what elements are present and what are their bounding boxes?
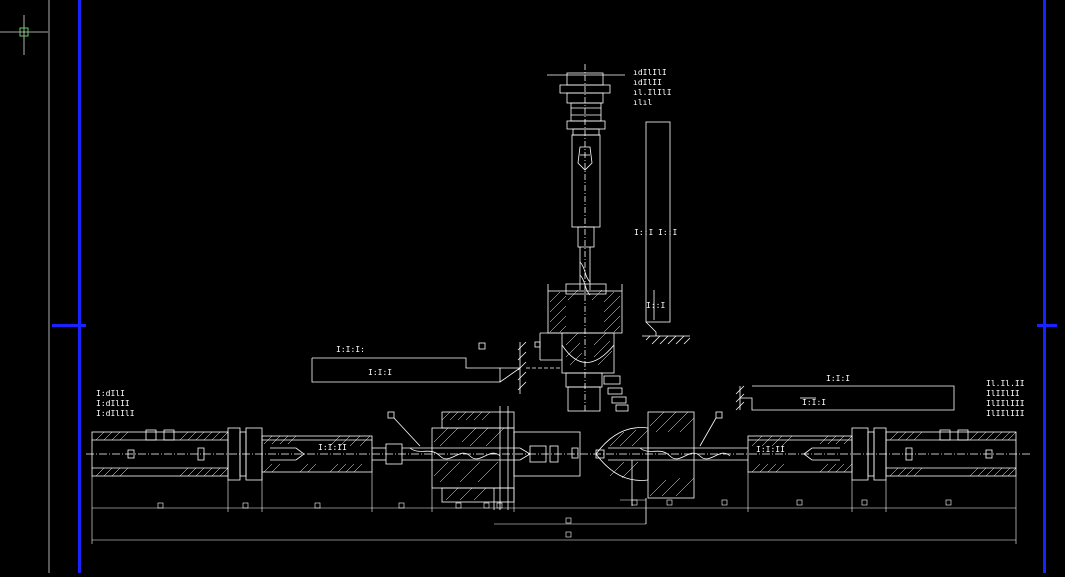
left-shaft-label: I:I:II — [318, 443, 347, 452]
vertical-spec-label: ıl.IlIlI — [633, 88, 672, 97]
left-spec-label: I:dIlI — [96, 389, 125, 398]
crosshair-cursor-icon — [0, 15, 48, 55]
left-spec-label: I:dIlIlI — [96, 409, 135, 418]
left-fixture-block — [387, 406, 581, 510]
viewport-border-right — [1043, 0, 1046, 573]
vertical-tool-bar — [642, 121, 691, 345]
left-bar-label: I:I:I — [368, 368, 393, 377]
left-spec-label: I:dIlII — [96, 399, 130, 408]
viewport-border-right-tick — [1037, 324, 1057, 327]
horizontal-shaft-right-hatching — [751, 431, 1017, 477]
vertical-spindle — [539, 64, 629, 412]
right-tool-bar — [735, 385, 955, 411]
right-bar-label: I:I:I — [802, 398, 827, 407]
dimension-lines — [91, 472, 1017, 544]
viewport-border-left-tick — [52, 324, 86, 327]
right-spec-label: IlIIlII — [986, 389, 1020, 398]
left-fixture-hatching — [433, 411, 505, 501]
viewport-border-left — [78, 0, 81, 573]
side-bar-label: I::I — [658, 228, 678, 237]
left-bar-label: I:I:I: — [336, 345, 365, 354]
vertical-spec-label: ılıl — [633, 98, 653, 107]
right-bar-label: I:I:I — [826, 374, 851, 383]
right-spec-label: Il.Il.II — [986, 379, 1025, 388]
left-tool-bar — [311, 341, 560, 394]
right-shaft-label: I:I:II — [756, 445, 785, 454]
vertical-fixture-hatching — [549, 289, 621, 366]
vertical-spec-label: ıdIlIlI — [633, 68, 667, 77]
right-fixture-block — [595, 411, 748, 524]
horizontal-shaft-left-hatching — [95, 431, 371, 477]
right-spec-label: IlIIlIII — [986, 399, 1025, 408]
right-spec-label: IlIIlIII — [986, 409, 1025, 418]
side-bar-label: I::I — [646, 301, 666, 310]
side-bar-label: I::I — [634, 228, 654, 237]
vertical-spec-label: ıdIlII — [633, 78, 662, 87]
right-fixture-hatching — [609, 411, 695, 497]
